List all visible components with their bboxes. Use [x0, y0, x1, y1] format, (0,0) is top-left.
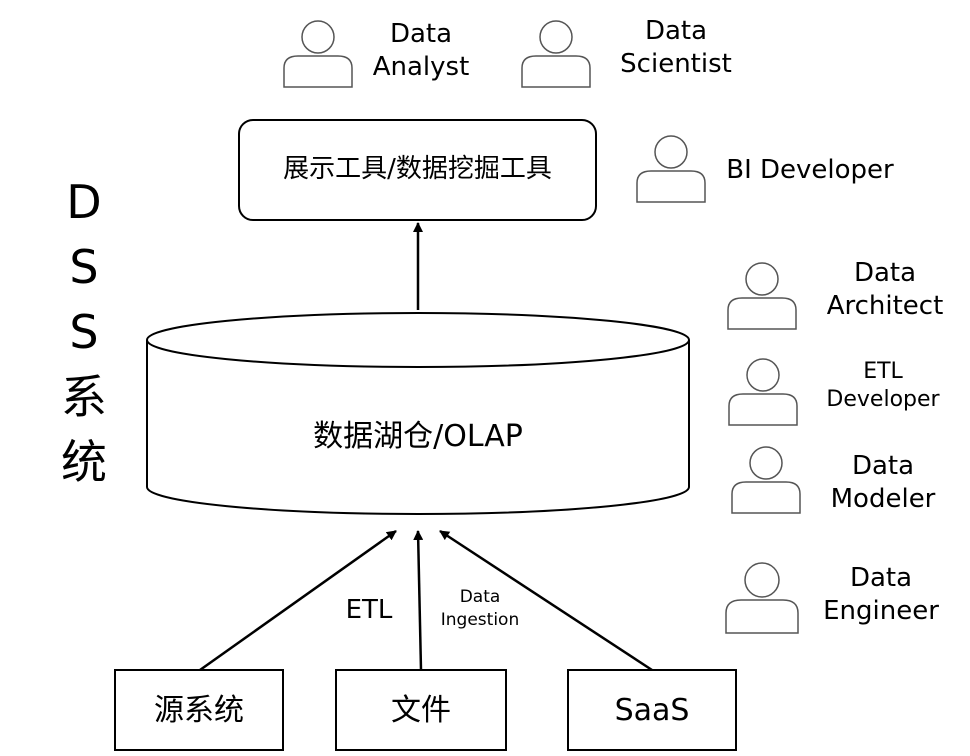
dss-char: D: [66, 175, 102, 229]
person-icon: [283, 20, 353, 88]
person-icon: [725, 562, 799, 634]
person-icon: [731, 446, 801, 514]
database-label: 数据湖仓/OLAP: [313, 419, 523, 454]
source-label-saas: SaaS: [614, 693, 690, 728]
arrow-files-to-db: [413, 530, 424, 671]
role-line: Analyst: [372, 51, 470, 82]
tools-box-label: 展示工具/数据挖掘工具: [283, 154, 552, 184]
source-box-files: [335, 669, 507, 751]
role-data-engineer: Data Engineer: [812, 562, 950, 627]
data-ingestion-label: Data Ingestion: [428, 586, 532, 632]
role-line: Data: [849, 563, 913, 593]
role-line: Modeler: [830, 483, 936, 514]
role-line: Architect: [826, 290, 944, 321]
source-box-saas: [567, 669, 737, 751]
person-icon: [636, 135, 706, 203]
etl-edge-label: ETL: [345, 595, 393, 625]
tools-box: [238, 119, 597, 221]
person-icon: [521, 20, 591, 88]
role-line: Engineer: [823, 595, 939, 626]
dss-char: S: [69, 305, 99, 359]
person-icon: [728, 358, 798, 426]
dss-char: 系: [61, 370, 107, 424]
role-data-analyst: Data Analyst: [360, 18, 482, 83]
role-data-architect: Data Architect: [818, 257, 952, 322]
database-cylinder: [146, 312, 690, 515]
role-line: Data: [853, 258, 917, 288]
data-ingestion-line: Data: [459, 587, 501, 607]
dss-char: 统: [61, 435, 107, 489]
role-line: Data: [851, 451, 915, 481]
role-etl-developer: ETL Developer: [814, 358, 952, 413]
person-icon: [727, 262, 797, 330]
role-data-modeler: Data Modeler: [816, 450, 950, 515]
role-line: BI Developer: [726, 155, 894, 185]
source-box-system: [114, 669, 284, 751]
data-ingestion-line: Ingestion: [440, 609, 520, 630]
role-line: Data: [389, 19, 453, 49]
dss-char: S: [69, 240, 99, 294]
arrow-system-to-db: [199, 529, 397, 672]
role-line: ETL: [863, 359, 903, 384]
role-bi-developer: BI Developer: [718, 154, 902, 187]
dss-system-label: D S S 系 统: [52, 170, 116, 495]
role-line: Data: [644, 16, 708, 46]
role-data-scientist: Data Scientist: [608, 15, 744, 80]
role-line: Scientist: [620, 48, 732, 79]
role-line: Developer: [826, 386, 940, 412]
arrow-saas-to-db: [439, 529, 653, 672]
source-label-files: 文件: [391, 693, 451, 728]
source-label-system: 源系统: [154, 693, 244, 728]
